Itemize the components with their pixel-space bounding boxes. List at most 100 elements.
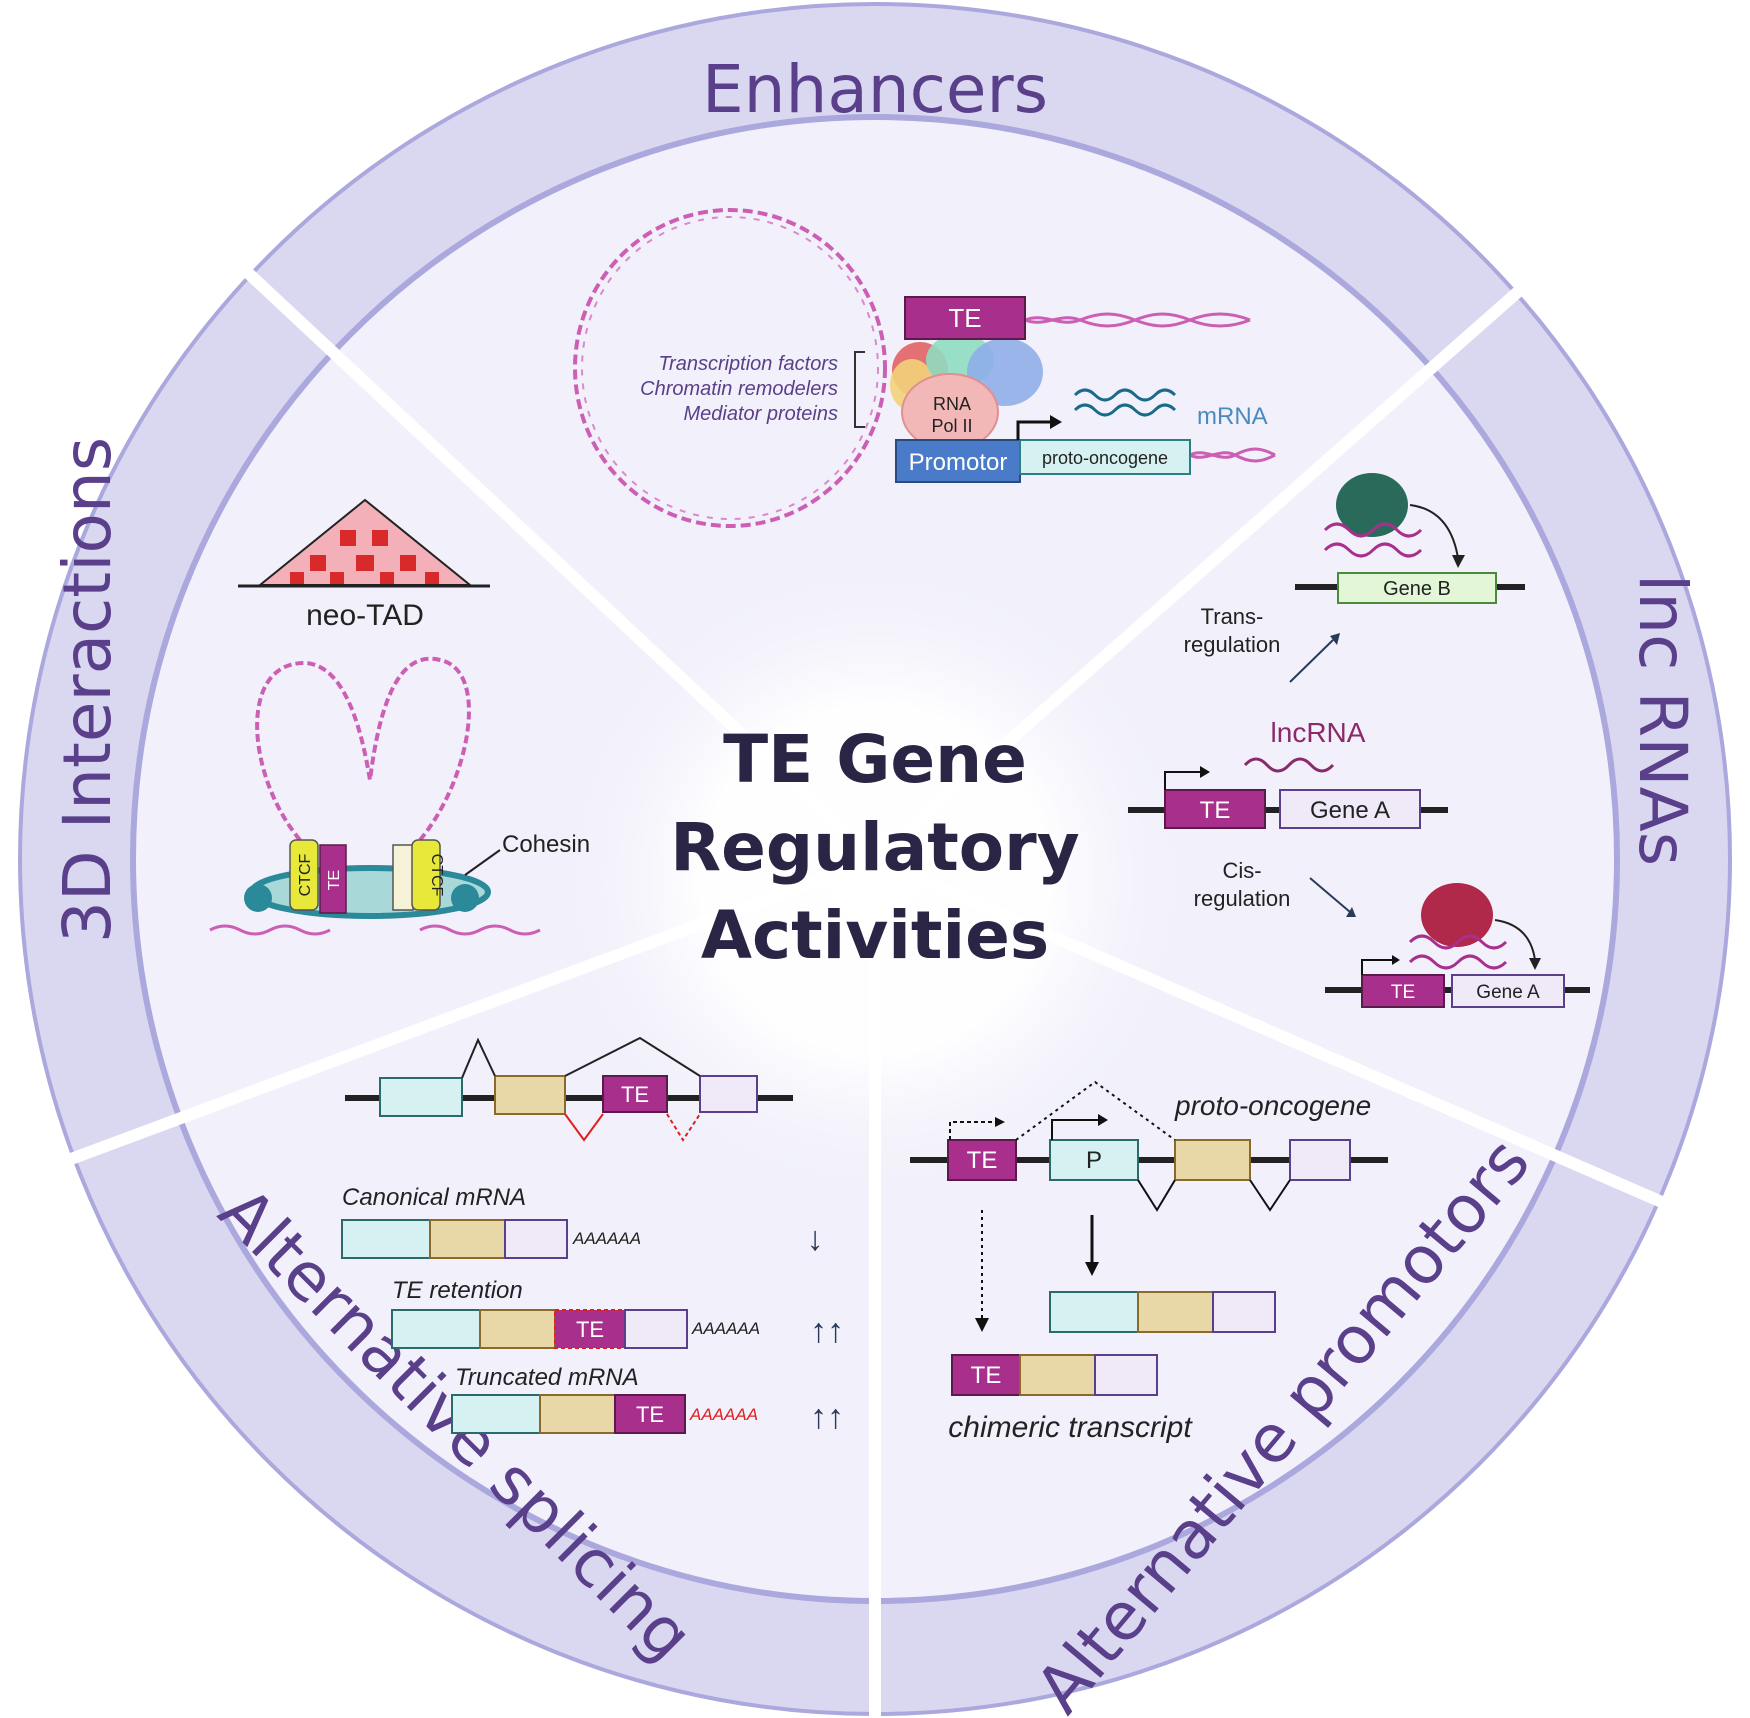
center-title-line1: TE Gene: [723, 721, 1027, 798]
neo-tad-label: neo-TAD: [306, 599, 424, 632]
trans-label-1: Trans-: [1201, 604, 1264, 629]
proto-oncogene-label: proto-oncogene: [1042, 448, 1168, 468]
alt-dotted-junction: [1015, 1080, 1176, 1141]
mrna-wave-2: [1073, 403, 1177, 417]
splice-te-label: TE: [621, 1082, 649, 1107]
normal-exon-3: [1212, 1291, 1276, 1333]
ctcf-right: [411, 839, 441, 911]
chimeric-exon-3: [1094, 1354, 1158, 1396]
chimeric-exon-2: [1019, 1354, 1096, 1396]
canonical-exon-3: [504, 1219, 568, 1259]
promotor-box: [895, 439, 1021, 483]
alt-te-label: TE: [967, 1147, 998, 1174]
normal-exon-2: [1137, 1291, 1214, 1333]
lnc-tss-arrow: [1164, 771, 1200, 790]
protein-red-bottom: [1421, 883, 1493, 947]
chimeric-label: chimeric transcript: [948, 1411, 1193, 1444]
lncrna-wave: [1243, 757, 1335, 773]
alt-junction-1: [1137, 1179, 1176, 1212]
cis-label-2: regulation: [1194, 886, 1291, 911]
lnc-te-box: [1164, 789, 1266, 829]
section-label-enhancers: Enhancers: [702, 51, 1048, 128]
center-title-line3: Activities: [701, 897, 1049, 974]
cis-curved-arrow: [1494, 919, 1536, 961]
alt-proto-oncogene-label: proto-oncogene: [1174, 1090, 1371, 1121]
tss-arrow: [1016, 420, 1050, 440]
cis-arrow: [1309, 877, 1351, 913]
factor-label-3: Mediator proteins: [683, 403, 838, 425]
proto-oncogene-box: [1019, 439, 1191, 475]
splicing-panel: TE Canonical mRNA AAAAAA ↓ TE retention …: [341, 1036, 844, 1436]
retention-te-box: [554, 1309, 626, 1349]
splice-junction-red: [564, 1113, 604, 1142]
mrna-wave-1: [1073, 388, 1177, 402]
splice-exon-1: [379, 1077, 463, 1117]
ctcf-right-label: CTCF: [428, 854, 445, 897]
alt-p-label: P: [1086, 1147, 1102, 1174]
splice-exon-2: [494, 1075, 566, 1115]
tad-panel: neo-TAD CTCF TE CTCF Cohesin: [209, 498, 590, 936]
truncated-te-box: [614, 1394, 686, 1434]
cis-label-1: Cis-: [1222, 858, 1261, 883]
chromatin-loop-left: [255, 656, 471, 842]
splice-junction-1: [461, 1037, 496, 1079]
truncated-te-label: TE: [636, 1402, 664, 1427]
enhancer-te-box: [904, 296, 1026, 340]
cohesin-label: Cohesin: [502, 831, 590, 858]
truncated-exon-2: [539, 1394, 616, 1434]
alt-exon-lav: [1289, 1139, 1351, 1181]
tad-te-label: TE: [326, 870, 343, 890]
splice-te-box: [602, 1075, 668, 1113]
tad-cells: [290, 530, 439, 584]
normal-exon-1: [1049, 1291, 1139, 1333]
tad-te-box: [319, 844, 347, 914]
center-title-line2: Regulatory: [670, 809, 1079, 886]
truncated-arrow-up: ↑↑: [810, 1398, 844, 1436]
truncated-polya: AAAAAA: [689, 1405, 758, 1424]
canonical-polya: AAAAAA: [572, 1229, 641, 1248]
lnc-rna-panel: Gene B Trans- regulation lncRNA TE Gene …: [1128, 473, 1590, 1008]
gene-b-box: [1337, 572, 1497, 604]
truncated-exon-1: [451, 1394, 541, 1434]
section-label-lnc-rnas: lnc RNAs: [1624, 574, 1701, 866]
gene-b-label: Gene B: [1383, 578, 1451, 600]
gene-a-box: [1279, 789, 1421, 829]
alt-p-tss-arrow: [1051, 1119, 1098, 1140]
factor-bracket: [854, 351, 865, 428]
protein-green-top: [1336, 473, 1408, 537]
dna-loop: [573, 208, 887, 528]
alt-te-box: [947, 1139, 1017, 1181]
canonical-exon-2: [429, 1219, 506, 1259]
splice-exon-3: [699, 1075, 758, 1113]
rna-pol-label-1: RNA: [933, 394, 971, 414]
cis-gene-a-box: [1451, 974, 1565, 1008]
factor-label-1: Transcription factors: [658, 353, 838, 375]
trans-label-2: regulation: [1184, 632, 1281, 657]
promotor-label: Promotor: [909, 449, 1008, 476]
alt-junction-2: [1249, 1179, 1291, 1212]
cis-gene-a-label: Gene A: [1476, 982, 1540, 1003]
trans-arrow: [1289, 639, 1334, 683]
alt-p-box: [1049, 1139, 1139, 1181]
retention-exon-1: [391, 1309, 481, 1349]
retention-te-label: TE: [576, 1317, 604, 1342]
tad-dna-bottom: [209, 924, 541, 936]
gene-a-label: Gene A: [1310, 797, 1390, 824]
canonical-arrow-down: ↓: [807, 1220, 824, 1258]
section-dividers: [52, 265, 1683, 1718]
chimeric-te-label: TE: [971, 1362, 1002, 1389]
te-retention-label: TE retention: [392, 1277, 523, 1304]
section-label-3d-interactions: 3D Interactions: [49, 437, 126, 943]
truncated-label: Truncated mRNA: [455, 1364, 639, 1391]
mrna-label: mRNA: [1197, 403, 1268, 430]
enhancer-te-label: TE: [948, 303, 981, 333]
lncrna-label: lncRNA: [1271, 717, 1366, 748]
trans-curved-arrow: [1409, 504, 1459, 559]
canonical-label: Canonical mRNA: [342, 1184, 526, 1211]
chimeric-te-box: [951, 1354, 1021, 1396]
ctcf-left: [289, 839, 319, 911]
retention-exon-2: [479, 1309, 556, 1349]
canonical-exon-1: [341, 1219, 431, 1259]
retention-polya: AAAAAA: [691, 1319, 760, 1338]
